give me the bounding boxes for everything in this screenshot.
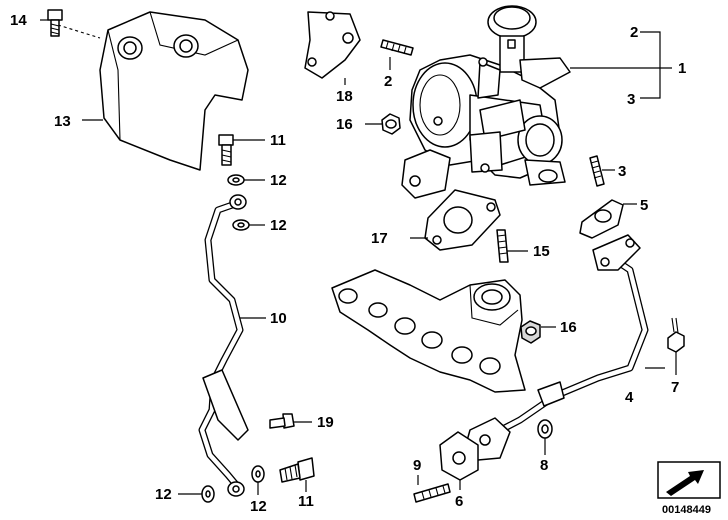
gasket-part-17[interactable]	[424, 189, 501, 251]
callout-11-bottom: 11	[298, 493, 314, 510]
callout-16-lower: 16	[560, 319, 577, 336]
banjo-bolt-part-11-bottom[interactable]	[279, 457, 315, 483]
callout-14: 14	[10, 12, 27, 29]
callout-15: 15	[533, 243, 550, 260]
bolt-part-14[interactable]	[47, 9, 63, 37]
callout-12-b: 12	[270, 217, 287, 234]
callout-2-stud: 2	[384, 73, 392, 90]
catalog-stamp: 00148449	[657, 461, 721, 516]
callout-7: 7	[671, 379, 679, 396]
callout-1: 1	[678, 60, 686, 77]
stud-part-2[interactable]	[380, 39, 414, 56]
callout-18: 18	[336, 88, 353, 105]
nut-part-7[interactable]	[667, 317, 685, 353]
stud-part-9[interactable]	[413, 483, 451, 503]
callout-12-c: 12	[155, 486, 172, 503]
callout-11-top: 11	[270, 132, 286, 149]
washer-part-12-d[interactable]	[251, 465, 265, 483]
callout-17: 17	[371, 230, 388, 247]
leader-lines	[40, 19, 677, 495]
stud-part-3[interactable]	[589, 155, 605, 187]
callout-19: 19	[317, 414, 334, 431]
callout-6: 6	[455, 493, 463, 510]
gasket-part-5[interactable]	[579, 199, 624, 239]
nut-part-16-lower[interactable]	[520, 320, 541, 344]
callout-4: 4	[625, 389, 634, 406]
bolt-part-8[interactable]	[537, 419, 553, 439]
callout-10: 10	[270, 310, 287, 327]
catalog-number: 00148449	[662, 504, 711, 516]
oil-pipe-part-10[interactable]	[198, 194, 249, 497]
washer-part-12-b[interactable]	[232, 219, 250, 231]
callout-9: 9	[413, 457, 421, 474]
callout-3-right: 3	[627, 91, 635, 108]
gasket-part-18[interactable]	[304, 11, 361, 79]
callout-12-d: 12	[250, 498, 267, 515]
callout-8: 8	[540, 457, 548, 474]
washer-part-12-a[interactable]	[227, 174, 245, 186]
callout-13: 13	[54, 113, 71, 130]
banjo-bolt-part-11-top[interactable]	[218, 134, 234, 166]
callout-12-a: 12	[270, 172, 287, 189]
callout-3-stud: 3	[618, 163, 626, 180]
bolt-part-19[interactable]	[269, 413, 295, 429]
turbocharger-assembly[interactable]	[401, 5, 571, 199]
callout-2-right: 2	[630, 24, 638, 41]
nut-part-16[interactable]	[381, 113, 401, 135]
heat-shield-part[interactable]	[57, 11, 249, 171]
callout-5: 5	[640, 197, 648, 214]
exhaust-manifold[interactable]	[331, 269, 526, 393]
callout-labels: 1 2 3 2 3 5 4 7 8 6 9 10 11 12 12 11 12 …	[10, 12, 686, 515]
gasket-part-6[interactable]	[439, 431, 479, 481]
callout-16-upper: 16	[336, 116, 353, 133]
washer-part-12-c[interactable]	[201, 485, 215, 503]
stud-part-15[interactable]	[496, 229, 509, 263]
